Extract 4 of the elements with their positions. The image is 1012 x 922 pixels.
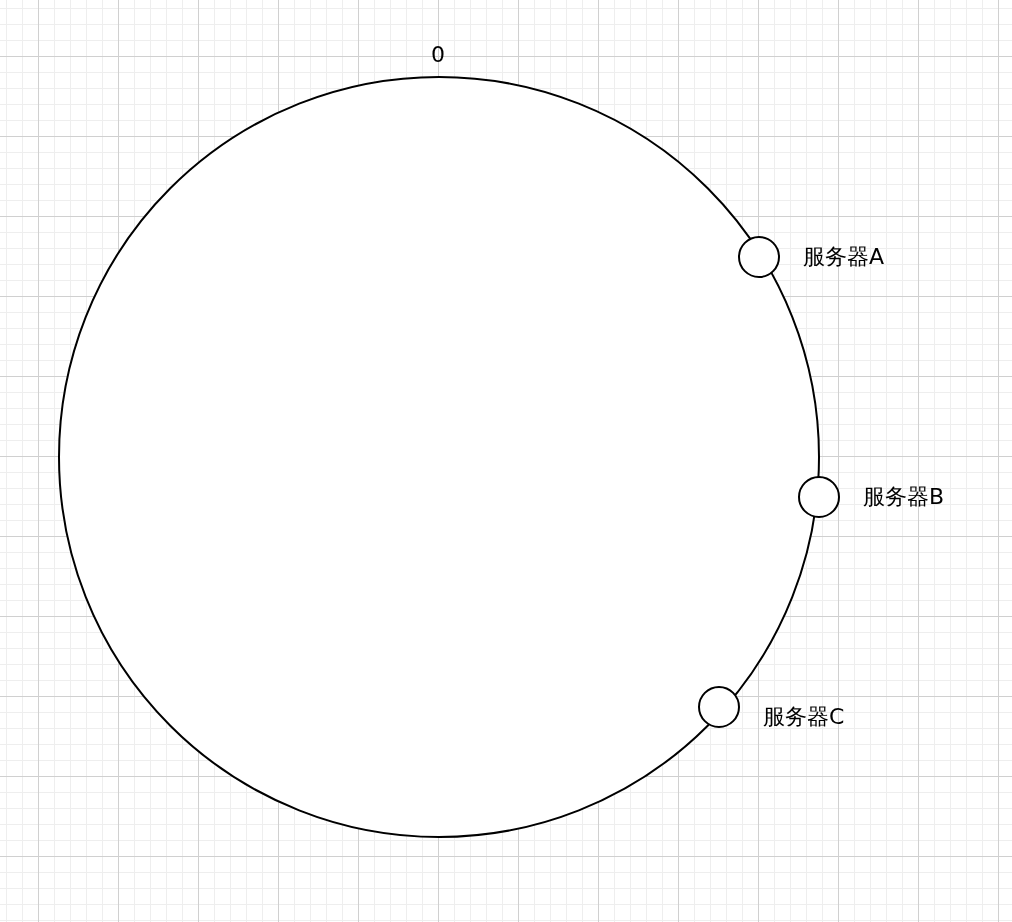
server-label: 服务器B: [863, 484, 945, 510]
server-label: 服务器A: [803, 244, 885, 270]
server-label: 服务器C: [763, 704, 845, 730]
position-label: 0: [431, 42, 445, 68]
